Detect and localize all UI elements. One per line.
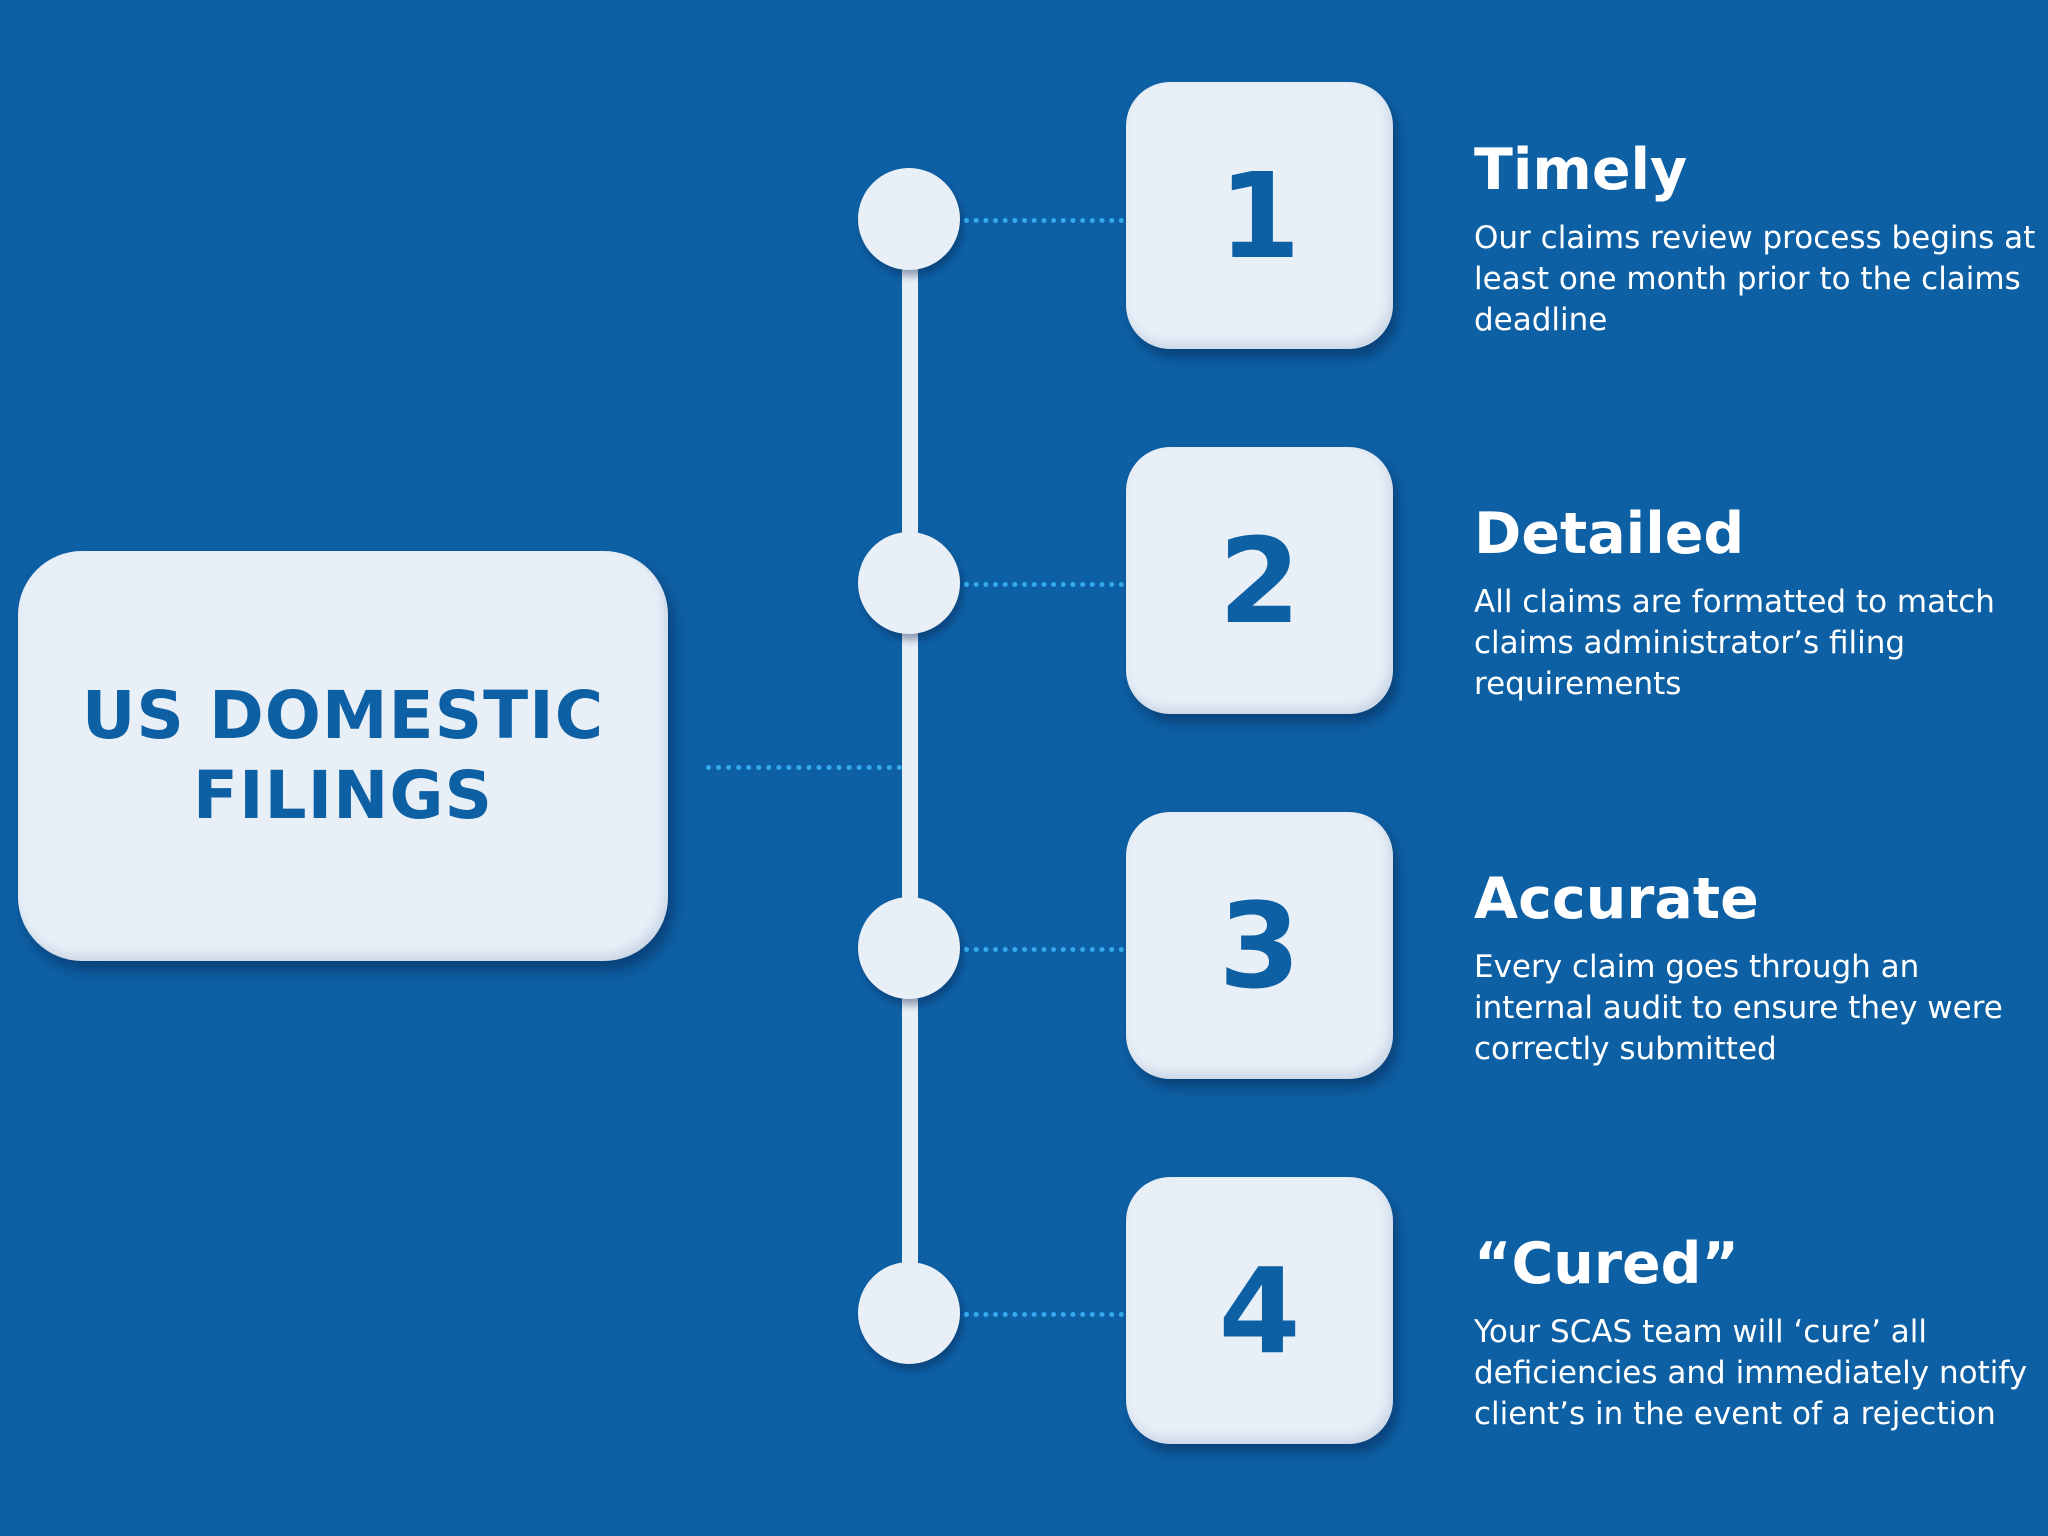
timeline-spine [902, 218, 918, 1330]
main-label-card: US DOMESTIC FILINGS [18, 551, 668, 961]
step-card-3: 3 [1126, 812, 1393, 1079]
main-title: US DOMESTIC FILINGS [43, 676, 643, 836]
timeline-node-2 [858, 532, 960, 634]
step-heading-1: Timely [1474, 137, 1688, 203]
step-number-1: 1 [1218, 146, 1301, 285]
main-connector-line [706, 765, 902, 770]
step-number-4: 4 [1218, 1241, 1301, 1380]
step-text-1: Timely Our claims review process begins … [1474, 136, 2044, 341]
step-number-3: 3 [1218, 876, 1301, 1015]
main-title-line-1: US DOMESTIC [81, 677, 605, 754]
step-heading-3: Accurate [1474, 866, 1759, 932]
step-description-3: Every claim goes through an internal aud… [1474, 949, 2003, 1067]
step-text-2: Detailed All claims are formatted to mat… [1474, 500, 2044, 705]
step-description-1: Our claims review process begins at leas… [1474, 220, 2036, 338]
step-heading-4: “Cured” [1474, 1231, 1739, 1297]
timeline-node-4 [858, 1262, 960, 1364]
step-number-2: 2 [1218, 511, 1301, 650]
connector-line-4 [964, 1312, 1124, 1317]
step-description-2: All claims are formatted to match claims… [1474, 584, 1995, 702]
step-text-3: Accurate Every claim goes through an int… [1474, 865, 2044, 1070]
step-description-4: Your SCAS team will ‘cure’ all deficienc… [1474, 1314, 2028, 1432]
step-text-4: “Cured” Your SCAS team will ‘cure’ all d… [1474, 1230, 2044, 1435]
connector-line-1 [964, 218, 1124, 223]
timeline-node-1 [858, 168, 960, 270]
step-card-1: 1 [1126, 82, 1393, 349]
connector-line-2 [964, 582, 1124, 587]
step-card-4: 4 [1126, 1177, 1393, 1444]
step-card-2: 2 [1126, 447, 1393, 714]
step-heading-2: Detailed [1474, 501, 1745, 567]
main-title-line-2: FILINGS [192, 757, 494, 834]
timeline-node-3 [858, 897, 960, 999]
connector-line-3 [964, 947, 1124, 952]
